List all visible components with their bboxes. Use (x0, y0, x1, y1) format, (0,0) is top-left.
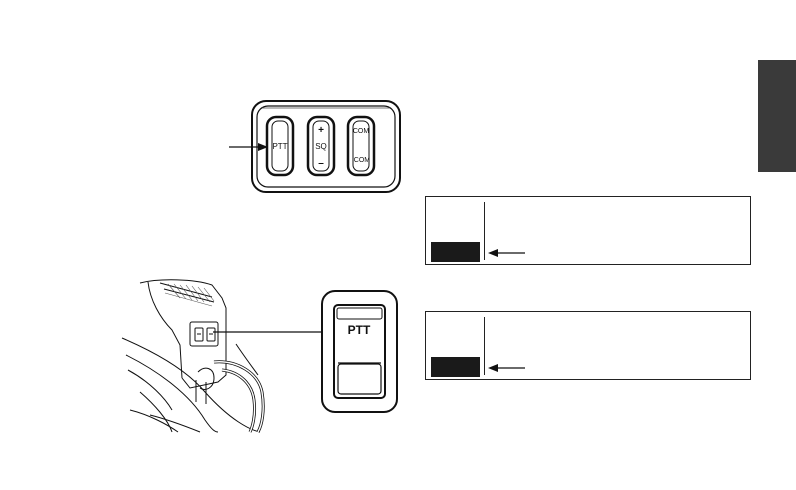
com-icom-button[interactable]: COM ICOM (346, 115, 376, 177)
icom-label: ICOM (352, 157, 370, 164)
squelch-plus-label: + (318, 125, 324, 136)
com-label: COM (353, 128, 370, 135)
passenger-backrest-illustration (121, 279, 265, 433)
ptt-callout-arrow (229, 143, 268, 151)
display-divider (484, 317, 485, 375)
passenger-ptt-label: PTT (348, 323, 371, 337)
squelch-button[interactable]: + SQ – (306, 115, 336, 177)
display-illustration-1 (425, 196, 751, 265)
display-illustration-2 (425, 311, 751, 380)
display-callout-arrow (488, 249, 525, 257)
ptt-button-label: PTT (272, 142, 287, 151)
display-callout-arrow (488, 364, 525, 372)
squelch-label: SQ (315, 142, 327, 151)
section-edge-tab (758, 60, 796, 172)
passenger-ptt-switch[interactable]: PTT (321, 290, 398, 413)
display-highlight-block (431, 242, 480, 262)
passenger-ptt-callout-arrow (213, 328, 336, 336)
display-highlight-block (431, 357, 480, 377)
handlebar-control-module: PTT + SQ – COM ICOM (251, 100, 401, 193)
ptt-button[interactable]: PTT (265, 115, 295, 177)
squelch-minus-label: – (318, 158, 324, 169)
display-divider (484, 202, 485, 260)
